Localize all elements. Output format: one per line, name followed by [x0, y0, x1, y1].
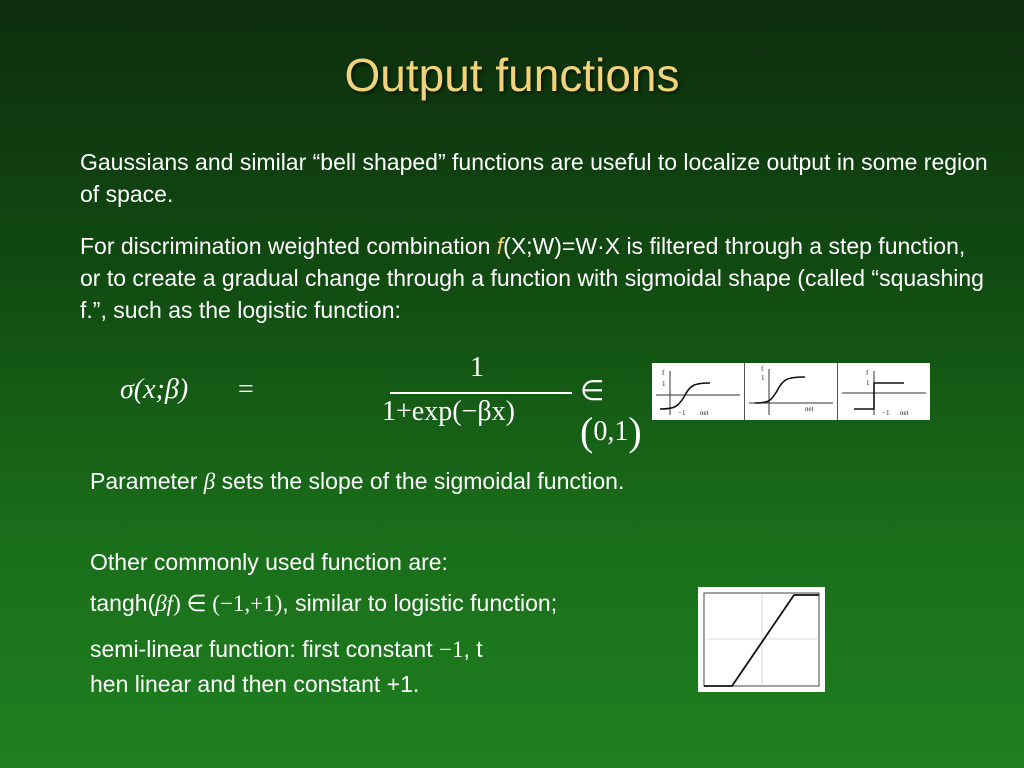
- paragraph-discrimination-start: For discrimination weighted combination: [80, 233, 497, 259]
- logistic-formula: σ(x;β) = 1 1+exp(−βx) ∈ (0,1): [120, 352, 642, 454]
- thumb-sigmoid-bipolar: f 1 −1 net: [652, 363, 745, 420]
- thumb3-minus-one-label: −1: [882, 409, 890, 417]
- activation-thumbnails: f 1 −1 net f 1 net f 1 −1 net: [652, 363, 930, 420]
- thumb3-f-label: f: [866, 369, 869, 377]
- semi-line1-after: , t: [463, 636, 483, 662]
- thumb1-net-label: net: [700, 409, 709, 417]
- semi-linear-text: semi-linear function: first constant −1,…: [90, 632, 483, 701]
- thumb-step: f 1 −1 net: [838, 363, 930, 420]
- thumb2-net-label: net: [805, 405, 814, 413]
- tanh-line: tangh(βf) ∈ (−1,+1), similar to logistic…: [90, 590, 557, 617]
- sigmoid-graph: [749, 369, 833, 415]
- function-name-f: f: [496, 233, 504, 259]
- formula-range-values: 0,1: [593, 416, 629, 447]
- thumb1-minus-one-label: −1: [678, 409, 686, 417]
- tanh-name: tangh(: [90, 590, 156, 616]
- formula-close-paren: ): [628, 409, 642, 454]
- tanh-rest: , similar to logistic function;: [282, 590, 558, 616]
- paragraph-discrimination-rest: (X;W)=W·X is filtered through a step fun…: [80, 233, 984, 323]
- parameter-line-rest: sets the slope of the sigmoidal function…: [215, 468, 625, 494]
- tanh-close-paren: ): [173, 591, 181, 616]
- slide-title: Output functions: [344, 49, 680, 101]
- semi-linear-graph: [703, 592, 820, 687]
- thumb-sigmoid: f 1 net: [745, 363, 838, 420]
- thumb1-f-label: f: [662, 369, 665, 377]
- parameter-beta-line: Parameter β sets the slope of the sigmoi…: [90, 468, 624, 495]
- tanh-beta-f: βf: [155, 591, 174, 616]
- semi-line1-text: semi-linear function: first constant: [90, 636, 439, 662]
- formula-member-of: ∈: [580, 376, 605, 407]
- other-functions-heading: Other commonly used function are:: [90, 549, 448, 575]
- formula-lhs: σ(x;β): [120, 374, 189, 405]
- thumb2-one-label: 1: [761, 374, 765, 382]
- thumb3-one-label: 1: [866, 379, 870, 387]
- formula-denominator: 1+exp(−βx): [382, 396, 515, 427]
- semi-linear-line-2: hen linear and then constant +1.: [90, 671, 420, 697]
- formula-range: ∈ (0,1): [580, 374, 642, 455]
- parameter-line-start: Parameter: [90, 468, 204, 494]
- step-graph: [842, 371, 926, 415]
- thumb2-f-label: f: [761, 365, 764, 373]
- thumb1-one-label: 1: [662, 380, 666, 388]
- paragraph-gaussians: Gaussians and similar “bell shaped” func…: [80, 149, 988, 207]
- fraction-bar: [390, 392, 572, 394]
- formula-open-paren: (: [580, 409, 594, 454]
- semi-linear-plot: [698, 587, 825, 692]
- formula-numerator: 1: [470, 352, 484, 383]
- formula-equals: =: [238, 374, 254, 405]
- sigmoid-bipolar-graph: [656, 371, 740, 415]
- tanh-range: ∈ (−1,+1): [180, 591, 283, 616]
- semi-line1-math: −1: [438, 637, 464, 662]
- beta-symbol: β: [203, 469, 216, 494]
- thumb3-net-label: net: [900, 409, 909, 417]
- paragraph-discrimination: For discrimination weighted combination …: [80, 230, 990, 326]
- semi-linear-line-1: semi-linear function: first constant −1,…: [90, 632, 483, 667]
